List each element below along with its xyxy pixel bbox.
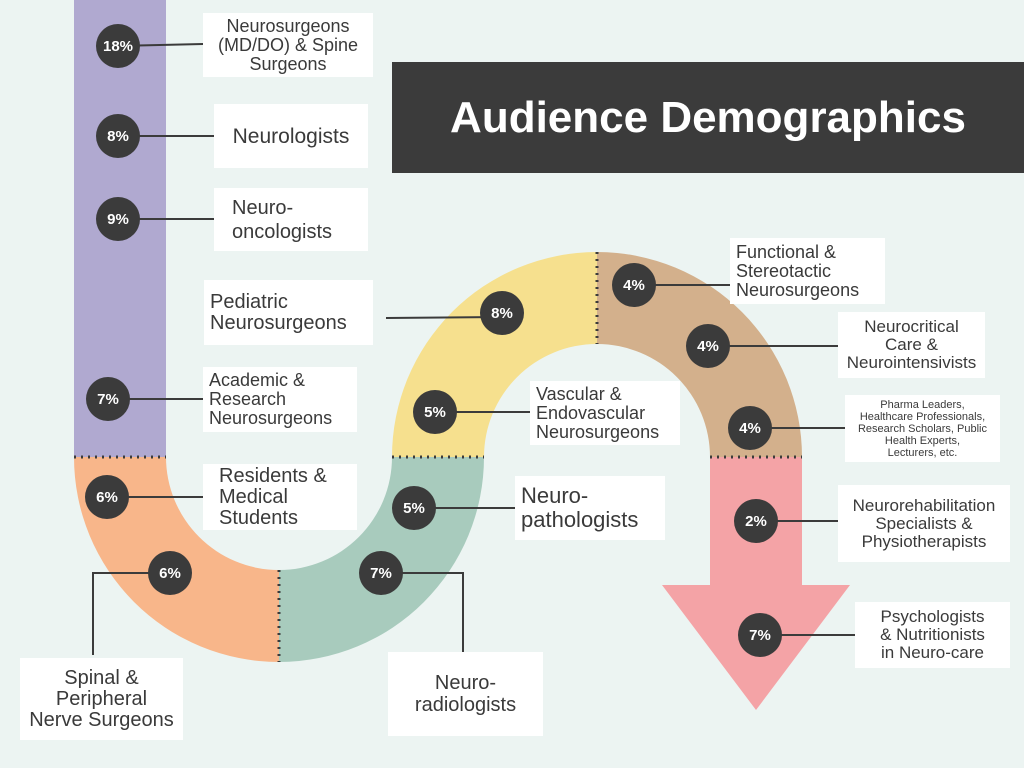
segment-label: Spinal & Peripheral Nerve Surgeons — [20, 658, 183, 740]
segment-label: Residents & Medical Students — [203, 464, 357, 530]
percent-badge: 5% — [392, 486, 436, 530]
percent-badge: 4% — [612, 263, 656, 307]
percent-badge: 4% — [686, 324, 730, 368]
segment-label: Pediatric Neurosurgeons — [204, 280, 373, 345]
segment-label: Functional & Stereotactic Neurosurgeons — [730, 238, 885, 304]
segment-label: Neuro- pathologists — [515, 476, 665, 540]
percent-badge: 2% — [734, 499, 778, 543]
pink-arrow — [662, 457, 850, 710]
segment-label: Academic & Research Neurosurgeons — [203, 367, 357, 432]
percent-badge: 6% — [148, 551, 192, 595]
segment-label: Neuro- oncologists — [214, 188, 368, 251]
percent-badge: 7% — [86, 377, 130, 421]
page-title: Audience Demographics — [392, 62, 1024, 173]
percent-badge: 7% — [738, 613, 782, 657]
segment-label: Pharma Leaders, Healthcare Professionals… — [845, 395, 1000, 462]
percent-badge: 18% — [96, 24, 140, 68]
percent-badge: 8% — [96, 114, 140, 158]
segment-label: Neuro- radiologists — [388, 652, 543, 736]
percent-badge: 8% — [480, 291, 524, 335]
segment-label: Psychologists & Nutritionists in Neuro-c… — [855, 602, 1010, 668]
percent-badge: 7% — [359, 551, 403, 595]
segment-label: Neurocritical Care & Neurointensivists — [838, 312, 985, 378]
percent-badge: 6% — [85, 475, 129, 519]
percent-badge: 5% — [413, 390, 457, 434]
percent-badge: 4% — [728, 406, 772, 450]
segment-label: Vascular & Endovascular Neurosurgeons — [530, 381, 680, 445]
segment-label: Neurosurgeons (MD/DO) & Spine Surgeons — [203, 13, 373, 77]
segment-label: Neurologists — [214, 104, 368, 168]
percent-badge: 9% — [96, 197, 140, 241]
segment-label: Neurorehabilitation Specialists & Physio… — [838, 485, 1010, 562]
dotted-dividers — [74, 252, 802, 662]
